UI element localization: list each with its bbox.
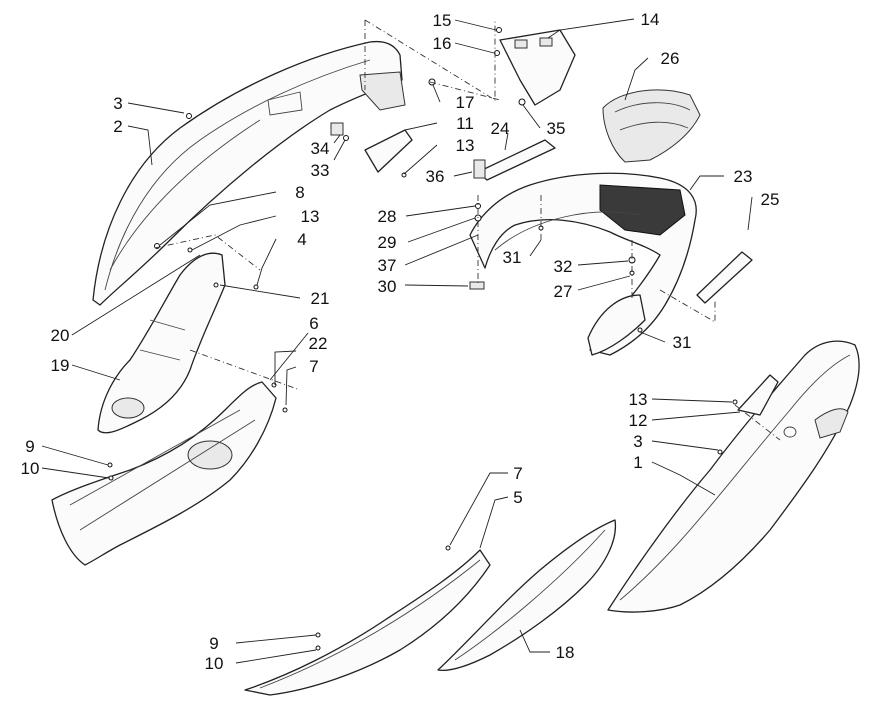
callout-2: 2 xyxy=(113,117,122,136)
callout-34: 34 xyxy=(311,139,330,158)
callout-19: 19 xyxy=(51,356,70,375)
part-12-trim xyxy=(737,374,779,416)
callout-7-lower: 7 xyxy=(513,464,522,483)
part-6-floor-panel xyxy=(51,381,277,566)
callout-9-left: 9 xyxy=(25,437,34,456)
callout-23: 23 xyxy=(734,167,753,186)
callout-36: 36 xyxy=(426,167,445,186)
callout-15: 15 xyxy=(433,11,452,30)
part-5-lower-trim xyxy=(244,549,491,696)
part-19-inner-panel xyxy=(97,252,226,434)
callout-8: 8 xyxy=(295,183,304,202)
callout-18: 18 xyxy=(556,643,575,662)
callout-14: 14 xyxy=(641,10,660,29)
callout-5: 5 xyxy=(513,488,522,507)
callout-17: 17 xyxy=(456,93,475,112)
callout-13-mid: 13 xyxy=(301,207,320,226)
callout-30: 30 xyxy=(378,277,397,296)
callout-24: 24 xyxy=(491,119,510,138)
callout-26: 26 xyxy=(661,49,680,68)
callout-35: 35 xyxy=(547,119,566,138)
callout-37: 37 xyxy=(378,256,397,275)
callout-12: 12 xyxy=(629,411,648,430)
callout-1: 1 xyxy=(633,453,642,472)
callout-10-left: 10 xyxy=(21,459,40,478)
callout-33: 33 xyxy=(311,161,330,180)
callout-7-upper: 7 xyxy=(309,357,318,376)
callout-13-top: 13 xyxy=(456,136,475,155)
part-25-strip xyxy=(696,251,753,304)
small-parts xyxy=(107,27,738,651)
callout-4: 4 xyxy=(297,230,306,249)
callout-6: 6 xyxy=(309,314,318,333)
callout-16: 16 xyxy=(433,34,452,53)
callout-13-right: 13 xyxy=(629,390,648,409)
part-2-upper-side-cover xyxy=(92,40,406,306)
part-18-lower-side-panel xyxy=(437,519,617,671)
callout-27: 27 xyxy=(554,282,573,301)
callout-31-mid: 31 xyxy=(503,248,522,267)
callout-21: 21 xyxy=(311,289,330,308)
callout-25: 25 xyxy=(761,190,780,209)
part-24-strip xyxy=(477,139,556,181)
callout-10-bottom: 10 xyxy=(205,654,224,673)
callout-31-right: 31 xyxy=(673,333,692,352)
leader-lines xyxy=(41,18,753,664)
callout-29: 29 xyxy=(378,233,397,252)
callout-11: 11 xyxy=(456,114,474,133)
callout-9-bottom: 9 xyxy=(209,634,218,653)
callout-22: 22 xyxy=(309,334,328,353)
callout-28: 28 xyxy=(378,207,397,226)
callout-3-upper: 3 xyxy=(113,94,122,113)
part-1-right-side-cover xyxy=(607,340,860,613)
assembly-lines xyxy=(154,19,781,441)
part-26-seat-pad xyxy=(602,89,701,163)
callout-labels: 3 2 15 16 14 26 17 11 13 34 33 35 24 36 … xyxy=(21,10,780,673)
callout-3-right: 3 xyxy=(633,432,642,451)
part-14-bracket xyxy=(499,29,576,106)
callout-20: 20 xyxy=(51,326,70,345)
callout-32: 32 xyxy=(554,257,573,276)
